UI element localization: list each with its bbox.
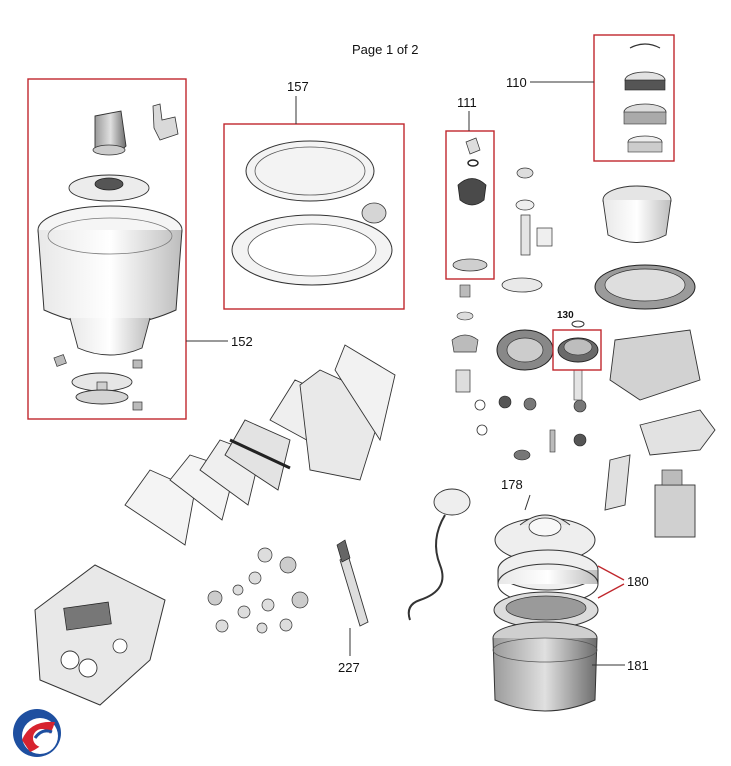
burr-housing [594, 185, 716, 538]
callout-111: 111 [457, 95, 477, 110]
callout-box-130 [552, 329, 602, 371]
front-panel [34, 564, 166, 706]
callout-157: 157 [287, 79, 309, 94]
callout-130: 130 [557, 310, 574, 321]
gear-130-group [552, 320, 602, 371]
seal-ring-group [223, 96, 405, 310]
cleaning-brush [336, 539, 369, 656]
callout-box-152 [27, 78, 187, 420]
power-cord [407, 488, 471, 621]
page-number-label: Page 1 of 2 [352, 42, 419, 57]
brand-logo [13, 709, 61, 757]
upper-burr-group [445, 111, 495, 280]
callout-box-110 [593, 34, 675, 162]
control-board-stack [124, 344, 396, 546]
grounds-container [492, 494, 625, 712]
burr-carrier-group [530, 34, 675, 162]
callout-110: 110 [506, 75, 527, 90]
callout-box-111 [445, 130, 495, 280]
hopper-assembly [27, 78, 228, 420]
callout-box-157 [223, 123, 405, 310]
callout-181: 181 [627, 658, 649, 673]
knob-and-button-set [207, 547, 309, 634]
callout-227: 227 [338, 660, 360, 675]
callout-178: 178 [501, 477, 523, 492]
callout-180: 180 [627, 574, 649, 589]
callout-152: 152 [231, 334, 253, 349]
gearbox-assembly [451, 167, 587, 461]
